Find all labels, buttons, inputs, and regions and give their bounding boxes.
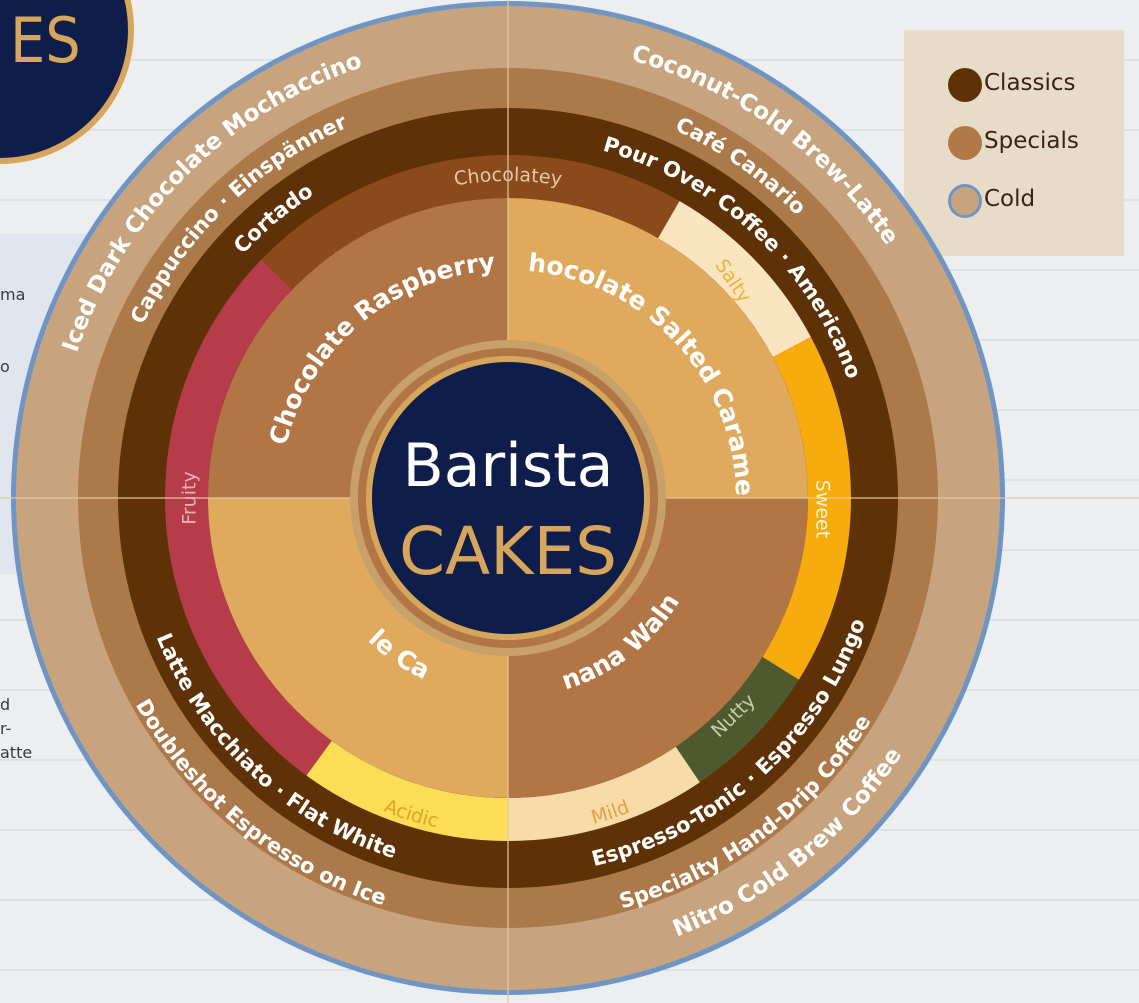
legend-swatch-classics [948,68,982,102]
flavor-band-nutty [675,656,799,783]
center-badge [372,362,644,634]
legend: Classics Specials Cold [904,30,1124,256]
flavor-label-chocolatey: Chocolatey [453,164,564,190]
center-logo-line2: CAKES [399,513,617,590]
flavor-band-acidic [306,740,508,841]
legend-swatch-cold [948,184,982,218]
flavor-band-fruity [164,259,332,776]
legend-label: Specials [984,128,1079,154]
flavor-band-chocolatey [261,154,680,290]
legend-swatch-specials [948,126,982,160]
left-text-fragment: o [0,357,10,376]
legend-item-specials: Specials [948,126,1128,162]
left-text-fragment: d [0,695,11,714]
flavor-band-mild [508,746,700,841]
legend-label: Classics [984,70,1076,96]
legend-item-cold: Cold [948,184,1128,220]
left-text-fragment: ma [0,285,26,304]
legend-item-classics: Classics [948,68,1128,104]
corner-logo-text: ES [10,4,81,77]
left-text-fragment: atte [0,743,33,762]
legend-label: Cold [984,186,1036,212]
flavor-label-sweet: Sweet [811,480,833,538]
flavor-label-fruity: Fruity [179,471,201,524]
center-logo-line1: Barista [403,431,614,501]
flavor-band-sweet [762,336,852,680]
left-text-fragment: r- [0,719,12,738]
flavor-band-salty [658,200,811,358]
corner-logo: ES [0,0,134,164]
